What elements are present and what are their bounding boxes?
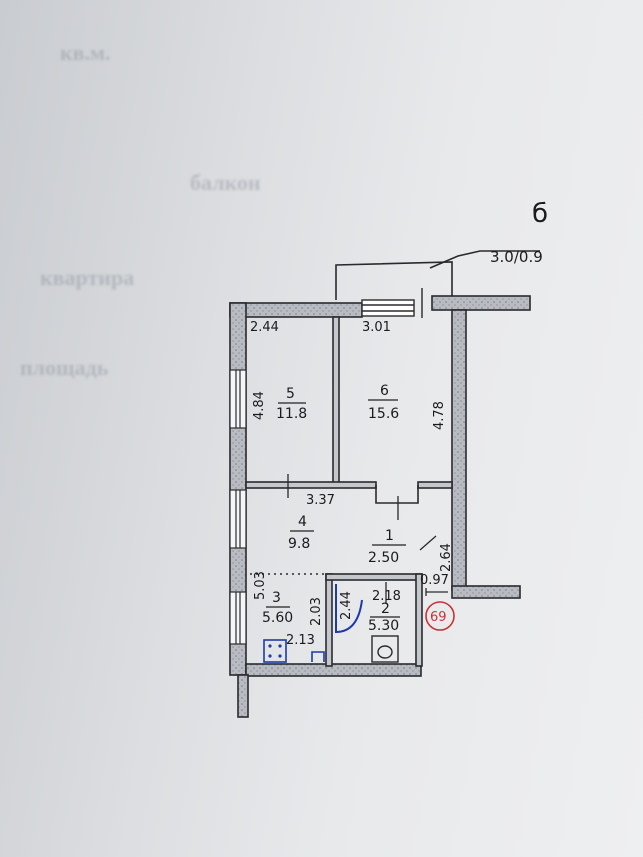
balcony (335, 250, 540, 300)
door-markers (287, 474, 448, 604)
room-3-area: 5.60 (262, 610, 293, 626)
sink-icon (311, 651, 325, 662)
balcony-label: б (532, 199, 548, 229)
room-3-dim-width: 2.03 (309, 597, 324, 626)
room-1-dim-length: 2.64 (439, 543, 454, 572)
room-3-dim-length: 5.03 (253, 571, 268, 600)
stamp-number: 69 (430, 610, 447, 625)
room-6-number: 6 (380, 383, 389, 399)
room-5-number: 5 (286, 386, 295, 402)
room-5-dim-width: 2.44 (250, 320, 279, 335)
balcony-door (361, 288, 423, 318)
bathtub-icon (335, 584, 363, 634)
room-4-number: 4 (298, 514, 307, 530)
apartment-number-stamp: 69 (425, 601, 455, 631)
windows (229, 369, 247, 645)
room-6-dim-length: 4.78 (432, 401, 447, 430)
interior-walls (245, 316, 453, 667)
room-6-dim-width: 3.01 (362, 320, 391, 335)
stove-icon (263, 639, 287, 663)
fixtures (263, 584, 399, 663)
room-5-dim-length: 4.84 (252, 391, 267, 420)
room-2-dim-length: 2.44 (339, 591, 354, 620)
background-text-3: квартира (40, 265, 135, 290)
room-4-area: 9.8 (288, 536, 310, 552)
toilet-icon (371, 635, 399, 663)
room-4-dim-width: 3.37 (306, 493, 335, 508)
room-1-number: 1 (385, 528, 394, 544)
exterior-walls (229, 295, 531, 718)
room-1-area: 2.50 (368, 550, 399, 566)
background-text-1: кв.м. (60, 40, 111, 65)
room-2-number: 2 (381, 601, 390, 617)
room-3-dim-depth: 2.13 (286, 633, 315, 648)
room-3-number: 3 (272, 590, 281, 606)
balcony-dims: 3.0/0.9 (490, 248, 543, 266)
room-2-dim-width: 2.18 (372, 589, 401, 604)
room-2-area: 5.30 (368, 618, 399, 634)
room-1-dim-width: 0.97 (420, 573, 449, 588)
background-text-2: балкон (190, 170, 261, 195)
room-5-area: 11.8 (276, 406, 307, 422)
background-text-4: площадь (20, 355, 109, 380)
room-6-area: 15.6 (368, 406, 399, 422)
